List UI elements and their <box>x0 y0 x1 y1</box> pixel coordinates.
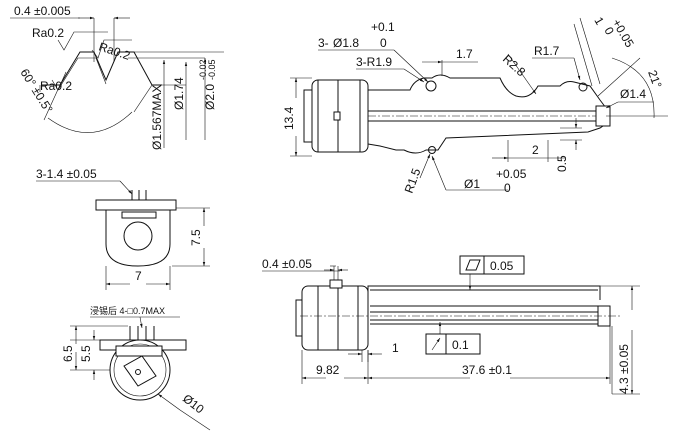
root-diameter: Ø1.567MAX <box>150 85 164 150</box>
radius-2-8: R2.8 <box>500 52 528 80</box>
dim-0-5: 0.5 <box>555 155 569 172</box>
outer-diameter-lower-tol: -0.05 <box>207 59 217 80</box>
radius-1-7: R1.7 <box>534 44 560 58</box>
thread-pitch-tolerance: 0.4 ±0.005 <box>14 4 71 18</box>
frame-outline <box>367 74 607 154</box>
parallelism-box <box>459 255 525 275</box>
roughness-symbol-mid: Ra0.2 <box>91 40 132 63</box>
dim-37-6: 37.6 ±0.1 <box>462 363 512 377</box>
end-height-6-5: 6.5 <box>61 345 75 362</box>
end-view-lower: 浸锡后 4-□0.7MAX 6.5 5.5 Ø10 <box>61 306 211 431</box>
end-view-upper: 3-1.4 ±0.05 7.5 7 <box>36 167 210 290</box>
diameter-1: Ø1 <box>464 177 480 191</box>
runout-box <box>425 333 481 355</box>
holes-upper-tol: +0.1 <box>371 20 395 34</box>
angle-base: 1 <box>591 15 607 28</box>
shaft-tolerance: 0.4 ±0.05 <box>262 257 312 271</box>
dim-1-7: 1.7 <box>456 47 473 61</box>
diameter-1-upper-tol: +0.05 <box>496 167 527 181</box>
frame-hole-right <box>578 82 588 92</box>
holes-diameter: Ø1.8 <box>333 36 359 50</box>
thread-detail: 0.4 ±0.005 Ra0.2 Ra0.2 Ra0.2 60° ±0.5° <box>10 4 224 150</box>
thread-profile <box>42 51 162 86</box>
end-bearing-upper <box>123 221 153 251</box>
holes-lower-tol: 0 <box>380 36 387 50</box>
roughness-symbol-top: Ra0.2 <box>32 26 108 51</box>
parallelism-value: 0.05 <box>490 259 514 273</box>
radius-label: 3-R1.9 <box>356 55 392 69</box>
holes-count: 3- <box>318 36 329 50</box>
dim-1: 1 <box>392 341 399 355</box>
frame-hole-left <box>425 80 437 92</box>
end-body-upper <box>105 210 171 267</box>
runout-value: 0.1 <box>452 338 469 352</box>
end-bracket-lower <box>123 355 157 387</box>
dim-4-3: 4.3 ±0.05 <box>617 344 631 394</box>
frame-hole-bottom <box>428 146 436 154</box>
height-13-4: 13.4 <box>282 106 296 130</box>
tin-note: 浸锡后 4-□0.7MAX <box>90 306 165 316</box>
angle-21: 21° <box>645 68 664 90</box>
diameter-1-lower-tol: 0 <box>504 181 511 195</box>
runout-icon <box>431 337 441 351</box>
roughness-label-top: Ra0.2 <box>32 26 64 40</box>
pins-dimension: 3-1.4 ±0.05 <box>36 167 97 181</box>
parallelism-icon <box>465 259 481 271</box>
outer-diameter: Ø2.0 <box>203 84 217 110</box>
mid-diameter: Ø1.74 <box>172 77 186 110</box>
radius-1-5: R1.5 <box>402 166 424 195</box>
top-view: 13.4 3- Ø1.8 +0.1 0 3-R1.9 1.7 R2.8 R1.7… <box>282 15 668 195</box>
side-view: 0.4 ±0.05 0.05 0.1 <box>262 255 640 395</box>
roughness-label-low: Ra0.2 <box>40 79 72 93</box>
diameter-1-4: Ø1.4 <box>620 87 646 101</box>
dim-2: 2 <box>532 143 539 157</box>
outer-diameter-upper-tol: -0.02 <box>198 59 208 80</box>
side-frame <box>367 285 601 300</box>
angle-upper-tol: +0.05 <box>609 17 636 51</box>
end-width-7: 7 <box>135 269 142 283</box>
end-height-7-5: 7.5 <box>189 229 203 246</box>
dim-9-82: 9.82 <box>316 363 340 377</box>
end-height-5-5: 5.5 <box>79 345 93 362</box>
